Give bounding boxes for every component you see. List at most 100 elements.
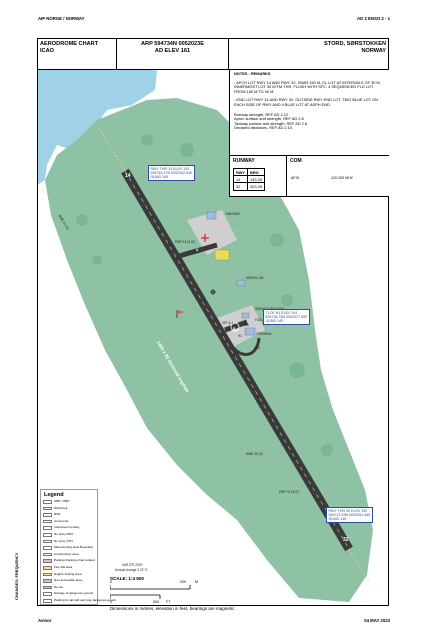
runway-row-1-brg: 143.26 — [247, 175, 265, 184]
aerodrome-elevation: AD ELEV 161 — [154, 48, 191, 54]
label-papi-14: PAPI 14 (3.5°) — [175, 240, 196, 244]
legend-swatch — [43, 599, 52, 603]
label-aeroclub: AEROCLUB — [246, 276, 264, 280]
page-footer-right: 04 MAY 2023 — [364, 618, 390, 623]
callout-thr14: RWY THR 14 ELEV 153 594748.17N 0052002.6… — [148, 165, 195, 181]
runway-row-2-rwy: 32 — [232, 182, 249, 191]
building-hangar — [206, 211, 217, 220]
windsock-icon — [176, 310, 184, 318]
scale-m-end: 200 — [180, 580, 186, 584]
legend-swatch — [43, 506, 52, 511]
legend-label: ARP / HRP — [54, 499, 70, 503]
arp-icon — [210, 289, 216, 295]
notes-remarks-panel: NOTES - REMARKS - APCH LGT RWY 14 AND RW… — [229, 70, 389, 156]
callout-thr14-line3: GUND 145 — [150, 174, 169, 179]
runway-title: RUNWAY — [233, 158, 255, 164]
runway-col-brg: BRG — [247, 167, 265, 177]
legend-label: Manoeuvring Area Boundary — [54, 545, 94, 550]
legend-label: Fire drill area — [54, 565, 73, 569]
title-cell-left: AERODROME CHART ICAO — [37, 38, 117, 70]
land-area — [45, 98, 373, 602]
legend-label: Engine Testing Area — [54, 571, 82, 576]
airport-name: STORD, SØRSTOKKEN — [324, 41, 386, 47]
legend-swatch — [43, 579, 52, 583]
legend-swatch — [43, 526, 52, 530]
label-var: VAR 5°E 2020 — [122, 563, 143, 567]
legend-label: RVR — [54, 512, 61, 517]
legend-label: No entry RWY — [54, 532, 74, 536]
chart-name: AERODROME CHART — [40, 41, 99, 47]
runway-table: RWY BRG 14 143.26 32 323.26 — [232, 167, 265, 191]
legend-swatch — [43, 559, 52, 563]
callout-thr32: RWY THR 32 ELEV 152 594721.49N 0052051.4… — [326, 507, 373, 523]
title-cell-center: ARP 594734N 0052023E AD ELEV 161 — [117, 38, 229, 70]
legend-item: No entry RWY — [43, 532, 74, 537]
notes-strength-4: Declared distances, REF AD 2.13 — [234, 125, 292, 131]
legend-swatch — [43, 592, 52, 596]
legend-swatch — [43, 572, 52, 577]
legend-label: Parking blocking chart related — [54, 558, 95, 563]
approach-lights-14 — [98, 127, 126, 172]
label-var-annual: Annual change 0.22° E — [115, 568, 148, 572]
building-terminal — [244, 327, 256, 336]
legend-label: Non accessible area — [54, 578, 83, 583]
label-papi-32: PAPI 32 (3.5°) — [279, 490, 300, 494]
table-row: 32 323.26 — [232, 182, 265, 191]
label-terminal: TERMINAL — [256, 332, 273, 336]
heli-pad — [230, 322, 240, 332]
legend-item: Construction area — [43, 551, 79, 557]
label-twy-b: B — [233, 327, 236, 331]
legend-item: Engine Testing Area — [43, 571, 82, 577]
legend-swatch — [43, 566, 52, 570]
chart-org: ICAO — [40, 48, 54, 54]
com-panel: COM AFIS 120.205 MHZ — [287, 156, 389, 197]
legend-label: De-Ice — [54, 584, 64, 589]
deice-pad — [214, 249, 230, 261]
label-ats: ATS — [254, 346, 260, 350]
legend-label: Parking for aircraft carrying dangerous … — [54, 598, 116, 602]
label-dme-right: DME 32 (S) — [246, 452, 263, 456]
legend-swatch — [43, 500, 52, 504]
callout-thr14-line2: 594748.17N 0052002.64E — [150, 170, 193, 175]
legend-label: Construction area — [54, 551, 79, 556]
table-row: 14 143.26 — [232, 175, 265, 184]
arp-coordinates: ARP 594734N 0052023E — [140, 41, 205, 47]
notes-item-1: - APCH LGT RWY 14 AND RWY 32: XBAR 150 M… — [234, 79, 381, 94]
legend-item: Manoeuvring Area Boundary — [43, 546, 93, 550]
legend-swatch — [43, 539, 52, 544]
label-heli: H1 — [238, 334, 243, 338]
runway-panel: RUNWAY RWY BRG 14 143.26 32 323.26 — [229, 156, 287, 197]
legend-swatch — [43, 546, 52, 550]
callout-thr32-line3: GUND 145 — [328, 516, 347, 521]
scale-m-zero: 0 — [110, 580, 112, 584]
water-area-north — [97, 70, 137, 98]
runway-table-header: RWY BRG — [232, 167, 265, 177]
page-footer-left: Avinor — [38, 618, 52, 623]
legend-item: ARP / HRP — [43, 499, 70, 504]
chart-frame — [37, 38, 389, 606]
country-name: NORWAY — [361, 48, 386, 54]
legend-swatch — [43, 513, 52, 517]
notes-item-2: - END LGT RWY 14 AND RWY 32: OUTSIDE RWY… — [234, 97, 378, 107]
legend-swatch — [43, 552, 52, 557]
legend-swatch — [43, 519, 52, 524]
building-service — [241, 312, 250, 319]
callout-tlof-line2: 594736.78N 0052027.60E — [265, 314, 308, 319]
legend-item: Storage of dangerous goods — [43, 592, 93, 596]
legend-item: Fire drill area — [43, 565, 73, 570]
notes-title: NOTES - REMARKS — [234, 71, 271, 76]
taxiway-a — [178, 242, 218, 259]
rwy32-marking: 32 — [343, 537, 349, 543]
approach-lights-32 — [348, 548, 370, 583]
runway-centreline — [124, 170, 350, 550]
scale-label: SCALE: 1:4 500 — [110, 576, 144, 581]
com-title: COM — [290, 158, 302, 164]
callout-thr32-line1: RWY THR 32 ELEV 152 — [328, 508, 368, 513]
title-cell-right: STORD, SØRSTOKKEN NORWAY — [229, 38, 389, 70]
page-header-left: AIP NORGE / NORWAY — [38, 16, 85, 21]
legend-item: Parking for aircraft carrying dangerous … — [43, 598, 116, 603]
runway-row-2-brg: 323.26 — [247, 182, 265, 191]
legend-item: Parking blocking chart related — [43, 559, 95, 563]
legend-label: No entry TWY — [54, 538, 74, 543]
